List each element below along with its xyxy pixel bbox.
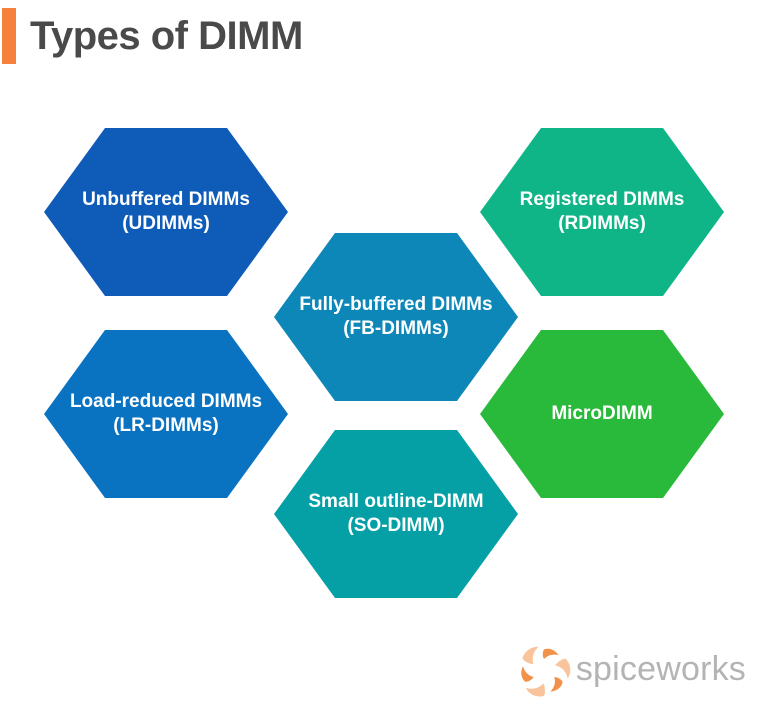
hexagon-load-reduced-dimms: Load-reduced DIMMs (LR-DIMMs) xyxy=(44,330,288,498)
spiceworks-logo: spiceworks xyxy=(517,644,746,698)
hexagon-label-line1: MicroDIMM xyxy=(551,403,653,425)
page-title: Types of DIMM xyxy=(30,14,303,58)
hexagon-label-line2: (FB-DIMMs) xyxy=(343,318,449,339)
hexagon-label-line2: (SO-DIMM) xyxy=(347,515,445,536)
hexagon-registered-dimms: Registered DIMMs (RDIMMs) xyxy=(480,128,724,296)
hexagon-label-line1: Load-reduced DIMMs xyxy=(69,391,263,413)
hexagon-fully-buffered-dimms: Fully-buffered DIMMs (FB-DIMMs) xyxy=(274,233,518,401)
hexagon-label-line2: (UDIMMs) xyxy=(122,213,210,234)
hexagon-label-line2: (LR-DIMMs) xyxy=(113,415,219,436)
hexagon-label-line1: Small outline-DIMM xyxy=(308,491,484,513)
hexagon-small-outline-dimm: Small outline-DIMM (SO-DIMM) xyxy=(274,430,518,598)
hexagon-label-line1: Registered DIMMs xyxy=(519,189,685,211)
hexagon-microdimm: MicroDIMM xyxy=(480,330,724,498)
hexagon-unbuffered-dimms: Unbuffered DIMMs (UDIMMs) xyxy=(44,128,288,296)
spiceworks-brand-text: spiceworks xyxy=(575,650,746,688)
title-accent-bar xyxy=(2,8,16,64)
spiceworks-pinwheel-icon xyxy=(521,646,571,697)
hexagon-label-line1: Fully-buffered DIMMs xyxy=(299,294,493,316)
hexagon-label-line1: Unbuffered DIMMs xyxy=(82,189,250,211)
hexagon-label-line2: (RDIMMs) xyxy=(558,213,646,234)
